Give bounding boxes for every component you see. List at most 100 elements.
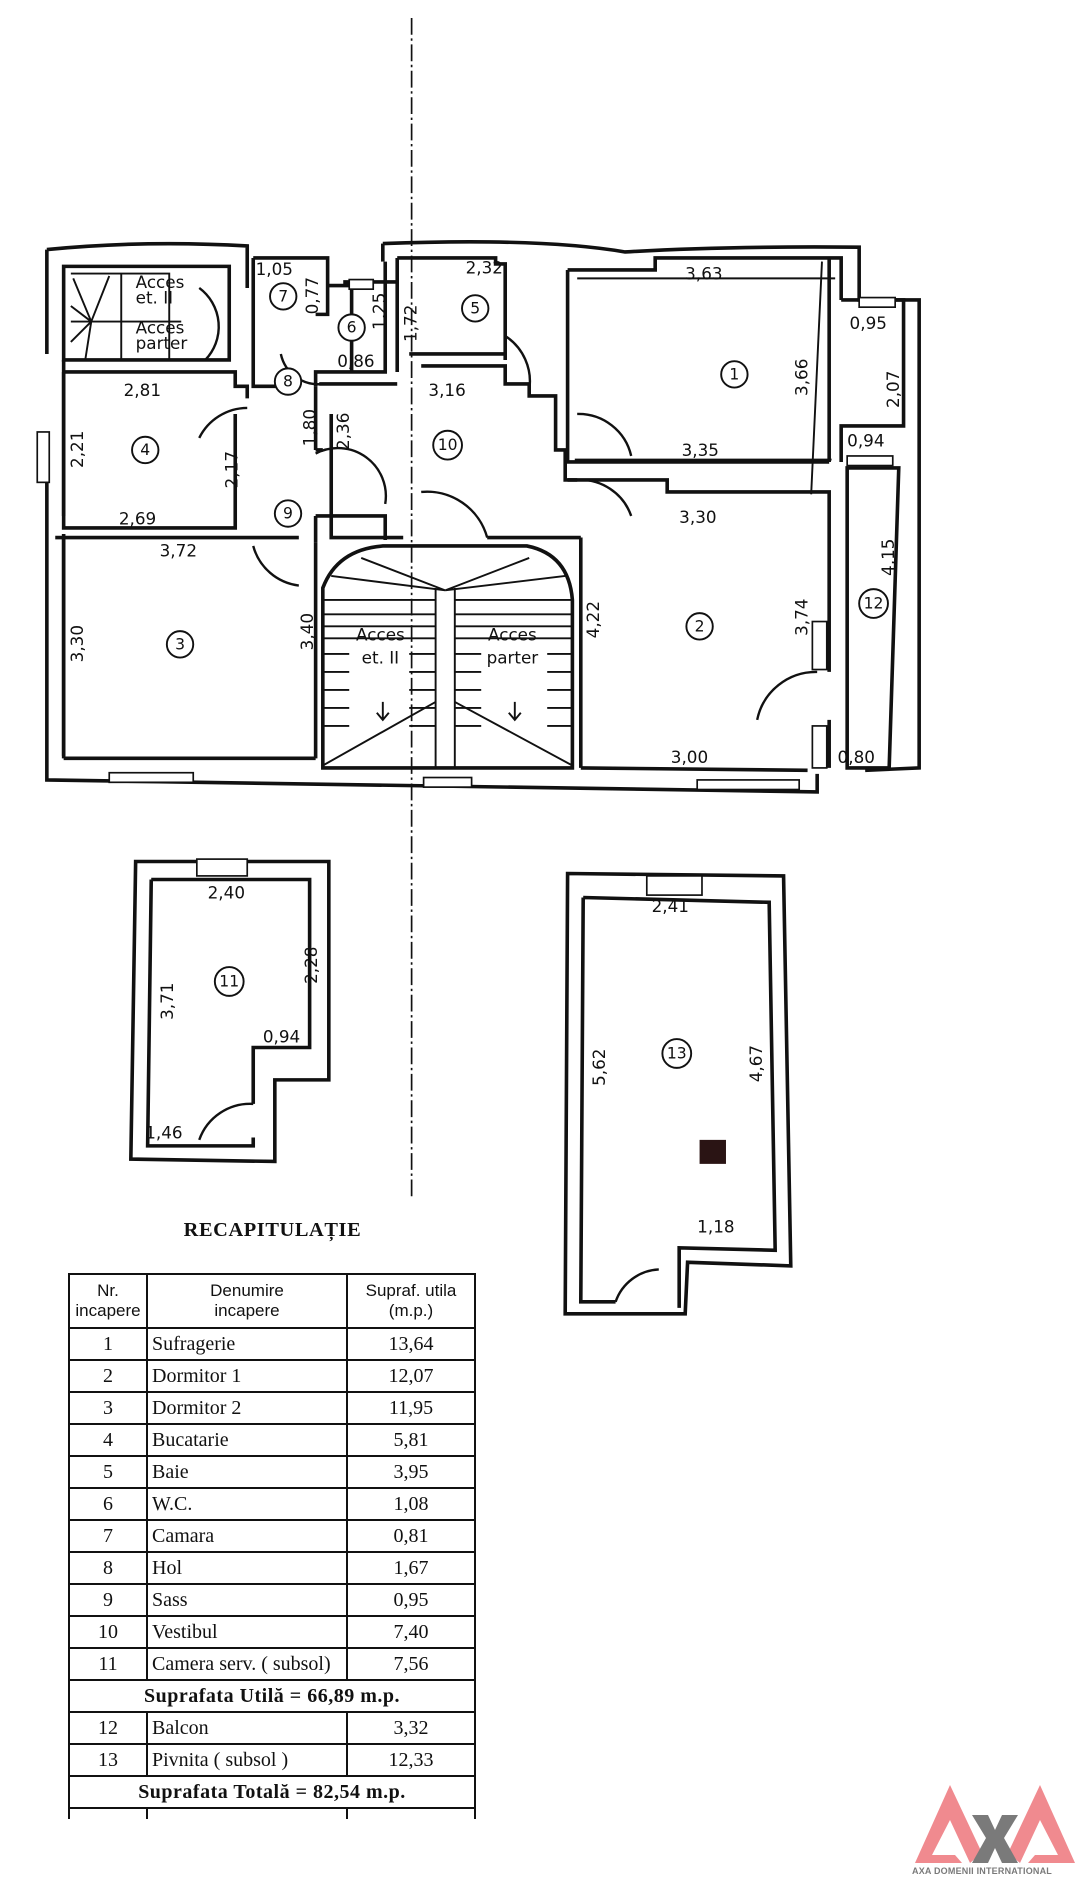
svg-text:6: 6	[347, 319, 357, 337]
svg-text:11: 11	[219, 972, 239, 990]
spiral-stair: Acces et. II Acces parter	[70, 272, 188, 361]
dim-r4-bottom: 2,69	[119, 508, 156, 528]
dim-r3-top: 3,72	[160, 541, 197, 561]
room-number-12: 12	[858, 588, 889, 619]
dim-r4-top: 2,81	[124, 380, 161, 400]
room-number-11: 11	[213, 966, 245, 997]
room-number-8: 8	[273, 367, 303, 396]
room-number-5: 5	[461, 294, 490, 323]
svg-text:1: 1	[729, 365, 739, 383]
room-13-door	[614, 1268, 659, 1303]
svg-text:8: 8	[283, 373, 293, 391]
stair-label-left-2: et. II	[362, 648, 399, 668]
room-3-walls	[55, 535, 318, 759]
svg-text:10: 10	[438, 436, 458, 454]
dim-r13-left: 5,62	[589, 1049, 609, 1086]
dim-r13-step: 1,18	[697, 1216, 734, 1236]
doors	[198, 287, 818, 721]
stair-label-left-1: Acces	[356, 625, 405, 645]
room-number-6: 6	[337, 313, 366, 342]
dim-r1-top: 3,63	[685, 264, 722, 284]
dim-r12-top: 0,95	[850, 313, 887, 333]
chimney-block	[699, 1139, 726, 1164]
dim-r4-left: 2,21	[67, 431, 87, 468]
dim-r11-step: 0,94	[263, 1027, 300, 1047]
dim-r2-top: 3,30	[679, 507, 716, 527]
room-number-7: 7	[269, 282, 298, 311]
recap-title: RECAPITULAȚIE	[184, 1219, 362, 1242]
room-2-walls	[567, 478, 831, 768]
svg-text:4: 4	[140, 441, 150, 459]
dim-r7-top: 1,05	[256, 259, 293, 279]
room-number-1: 1	[720, 360, 749, 389]
dim-r11-left: 3,71	[157, 983, 177, 1020]
room-number-10: 10	[432, 429, 463, 461]
small-stair-label-top2: et. II	[136, 288, 173, 308]
room-number-13: 13	[661, 1038, 693, 1069]
dim-r10-top: 3,16	[428, 380, 465, 400]
stair-label-right-1: Acces	[488, 625, 537, 645]
dim-r2-right: 3,74	[792, 599, 812, 636]
dim-r12-upper: 2,07	[883, 371, 903, 408]
room-11-window	[195, 858, 249, 877]
dim-r11-right: 2,28	[301, 947, 321, 984]
svg-text:5: 5	[470, 299, 480, 317]
windows	[36, 278, 897, 791]
room-4-walls	[61, 370, 250, 530]
header-nr: Nr.incapere	[68, 1273, 148, 1329]
dim-r6-bottom: 0,86	[337, 351, 374, 371]
dimension-labels: 3,63 3,66 3,35 3,30 4,22 3,74 3,00 3,72 …	[67, 258, 903, 1237]
dim-r2-left: 4,22	[583, 601, 603, 638]
stair-label-right-2: parter	[487, 648, 539, 668]
dim-r2-bottom: 3,00	[671, 747, 708, 767]
dim-r13-top: 2,41	[652, 896, 689, 916]
logo-mark-icon	[915, 1785, 1075, 1863]
dim-r12-side: 4,15	[878, 539, 898, 576]
dim-r3-left: 3,30	[67, 625, 87, 662]
dim-r12-mid: 0,94	[847, 430, 884, 450]
dim-r10-left: 2,36	[333, 413, 353, 450]
room-number-9: 9	[273, 499, 303, 528]
room-1-walls	[565, 256, 843, 464]
small-stair-label-bottom2: parter	[136, 333, 188, 353]
table-tail	[68, 1807, 476, 1819]
header-area: Supraf. utila(m.p.)	[346, 1273, 476, 1329]
room-13-walls	[563, 871, 793, 1316]
svg-text:12: 12	[864, 595, 884, 613]
room-5-walls	[395, 256, 508, 372]
room-11-door	[198, 1102, 254, 1141]
dim-r8-side: 1,80	[300, 409, 320, 446]
room-number-4: 4	[131, 435, 160, 465]
dim-r7-right: 0,77	[302, 277, 322, 314]
dim-r12-bottom: 0,80	[838, 747, 875, 767]
useful-total-row: Suprafata Utilă = 66,89 m.p.	[68, 1679, 476, 1713]
small-stair-label-top: Acces	[136, 272, 185, 292]
grand-total-row: Suprafata Totală = 82,54 m.p.	[68, 1775, 476, 1809]
room-number-3: 3	[165, 630, 195, 659]
logo-text: AXA DOMENII INTERNATIONAL	[912, 1866, 1052, 1876]
room-10-walls	[319, 364, 581, 540]
room-13-window	[645, 875, 703, 896]
dim-r6-right: 1,25	[369, 293, 389, 330]
svg-text:13: 13	[667, 1044, 687, 1062]
svg-text:2: 2	[695, 617, 705, 635]
dim-r3-right: 3,40	[297, 613, 317, 650]
dim-r1-side: 3,66	[792, 359, 812, 396]
main-stairs: Acces et. II Acces parter	[321, 544, 575, 770]
dim-r13-right: 4,67	[746, 1045, 766, 1082]
